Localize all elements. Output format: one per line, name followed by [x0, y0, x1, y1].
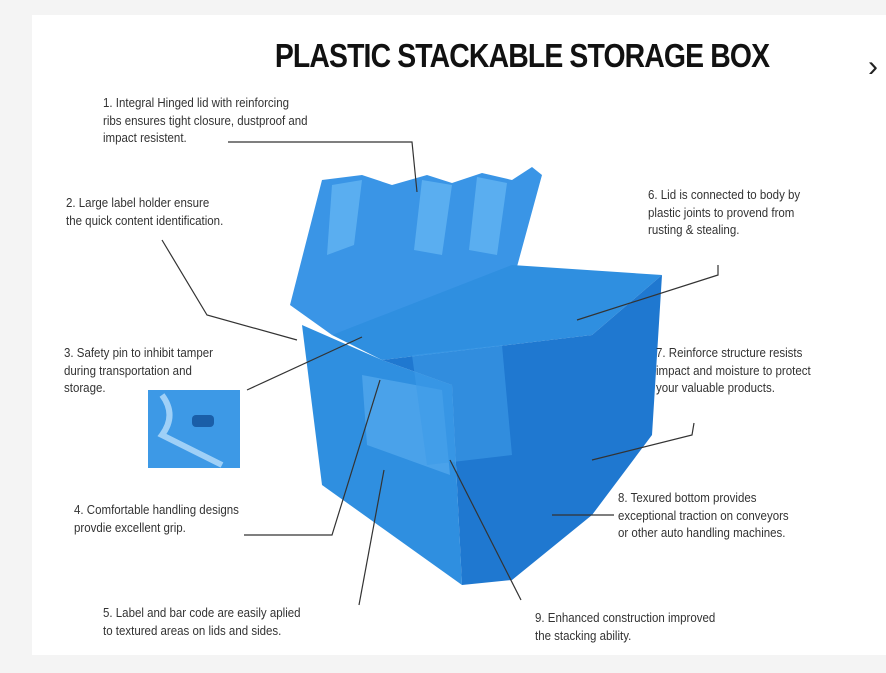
note-textured-bottom: 8. Texured bottom provides exceptional t…: [618, 491, 789, 540]
note-safety-pin: 3. Safety pin to inhibit tamper during t…: [64, 346, 213, 395]
infographic-title: PLASTIC STACKABLE STORAGE BOX: [274, 37, 770, 74]
note-lid-joints: 6. Lid is connected to body by plastic j…: [648, 188, 801, 237]
note-stacking: 9. Enhanced construction improved the st…: [535, 611, 716, 643]
next-image-button[interactable]: ›: [868, 50, 878, 83]
note-handling: 4. Comfortable handling designs provdie …: [74, 503, 239, 535]
safety-pin-inset: [148, 390, 240, 468]
note-label-barcode: 5. Label and bar code are easily aplied …: [103, 606, 301, 638]
infographic-image: PLASTIC STACKABLE STORAGE BOX 1. Integra…: [32, 15, 886, 655]
note-hinged-lid: 1. Integral Hinged lid with reinforcing …: [103, 96, 308, 145]
note-label-holder: 2. Large label holder ensure the quick c…: [66, 196, 224, 228]
note-reinforce: 7. Reinforce structure resists impact an…: [656, 346, 811, 395]
callout-lines: [161, 141, 719, 606]
storage-box-illustration: [148, 141, 719, 606]
